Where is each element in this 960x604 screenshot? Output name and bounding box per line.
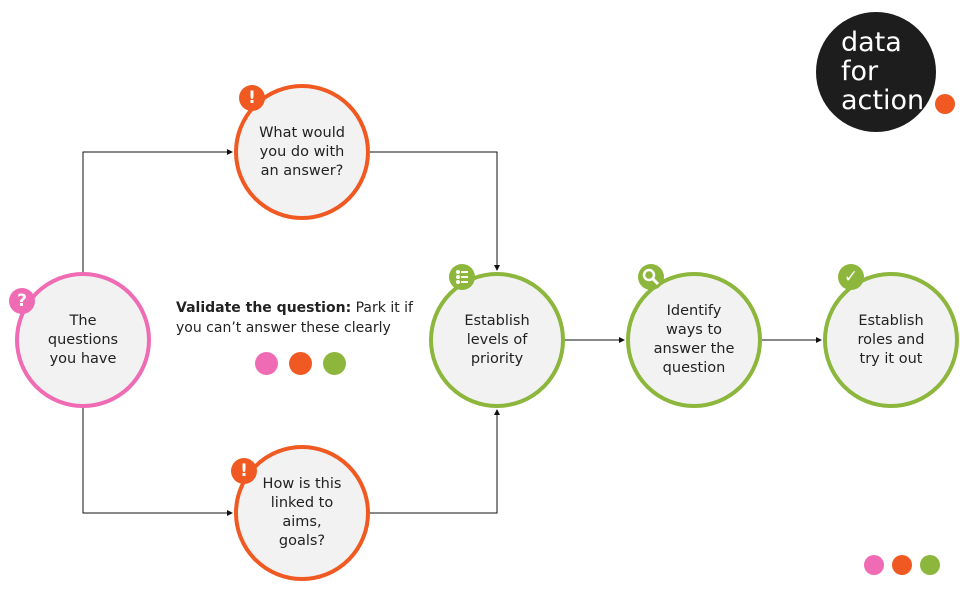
- node-label: Identify ways to answer the question: [653, 303, 735, 376]
- orange-dot: [892, 555, 912, 575]
- arrow-top-to-priority: [370, 151, 500, 271]
- green-dot: [323, 352, 346, 375]
- exclamation-icon: !: [239, 85, 265, 111]
- logo-dot: [935, 94, 955, 114]
- node-label: The questions you have: [47, 312, 119, 367]
- green-dot: [920, 555, 940, 575]
- check-icon: ✓: [838, 264, 864, 290]
- logo-line: action: [841, 85, 925, 116]
- arrow-to-bottom: [82, 408, 233, 516]
- note-text: Park it if you can’t answer these clearl…: [176, 300, 413, 336]
- list-icon: [449, 264, 475, 290]
- pink-dot: [255, 352, 278, 375]
- node-roles: Establish roles and try it out: [823, 272, 959, 408]
- arrow-bottom-to-priority: [370, 409, 500, 514]
- orange-dot: [289, 352, 312, 375]
- pink-dot: [864, 555, 884, 575]
- node-priority: Establish levels of priority: [429, 272, 565, 408]
- arrow-to-top: [82, 149, 233, 272]
- node-label: Establish levels of priority: [464, 312, 530, 367]
- note-bold: Validate the question:: [176, 300, 352, 316]
- node-questions: The questions you have: [15, 272, 151, 408]
- question-icon: ?: [9, 288, 35, 314]
- node-identify-ways: Identify ways to answer the question: [626, 272, 762, 408]
- logo-line: data: [841, 27, 902, 58]
- node-label: What would you do with an answer?: [259, 124, 345, 179]
- node-label: Establish roles and try it out: [857, 312, 925, 367]
- exclamation-icon: !: [231, 458, 257, 484]
- logo-line: for: [841, 56, 879, 87]
- node-label: How is this linked to aims, goals?: [262, 476, 342, 549]
- search-icon: [638, 264, 664, 290]
- validate-note: Validate the question: Park it if you ca…: [176, 298, 416, 338]
